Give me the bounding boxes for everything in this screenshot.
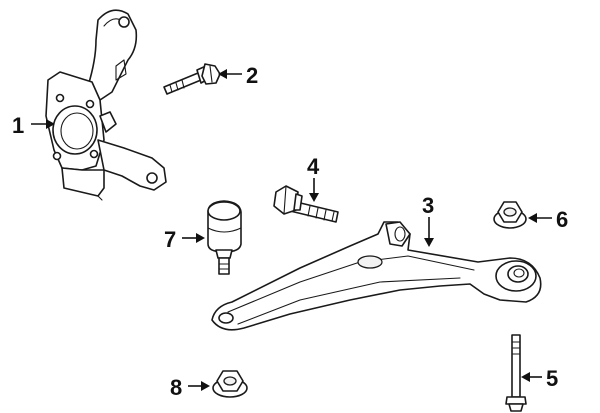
bolt-4 (273, 185, 339, 223)
leader-arrows (31, 69, 552, 391)
callout-1: 1 (12, 113, 24, 138)
callout-3: 3 (422, 193, 434, 218)
bolt-2 (163, 63, 221, 95)
steering-knuckle (45, 9, 167, 201)
ball-joint (207, 200, 242, 275)
bolt-5 (505, 334, 527, 412)
callout-4: 4 (307, 154, 320, 179)
flange-nut-6 (493, 201, 527, 229)
callout-5: 5 (546, 366, 558, 391)
callout-6: 6 (556, 207, 568, 232)
flange-nut-8 (212, 370, 248, 398)
callout-7: 7 (164, 227, 176, 252)
callout-2: 2 (246, 63, 258, 88)
lower-control-arm (211, 221, 542, 331)
callout-8: 8 (170, 375, 182, 400)
